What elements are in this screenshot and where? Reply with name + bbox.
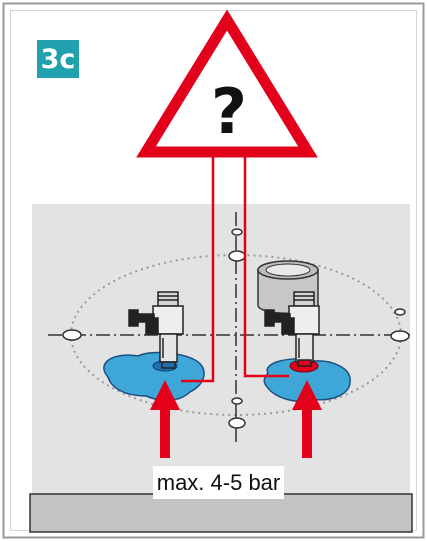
base-plate	[29, 493, 413, 533]
valve-right	[264, 291, 320, 367]
bolt-hole-bottom-small	[231, 397, 243, 405]
bolt-hole-right	[390, 330, 410, 342]
water-puddle-left	[103, 351, 205, 402]
bolt-holes	[62, 228, 410, 429]
pressure-arrow-left	[150, 380, 180, 458]
bolt-hole-top	[228, 250, 246, 262]
pressure-label: max. 4-5 bar	[153, 466, 284, 499]
pressure-arrow-right	[292, 380, 322, 458]
step-badge: 3c	[40, 43, 76, 75]
floor-panel	[32, 204, 410, 494]
bolt-hole-bottom	[228, 417, 246, 429]
bolt-hole-top-small	[231, 228, 243, 236]
bolt-hole-right-inner	[394, 308, 406, 316]
warning-triangle	[136, 9, 318, 158]
step-badge-bg	[37, 40, 79, 78]
leader-line-left	[181, 150, 215, 383]
valve-left	[128, 291, 184, 369]
leader-line-right	[243, 150, 289, 378]
warning-question-mark: ?	[211, 75, 247, 148]
bolt-hole-left	[62, 329, 82, 341]
